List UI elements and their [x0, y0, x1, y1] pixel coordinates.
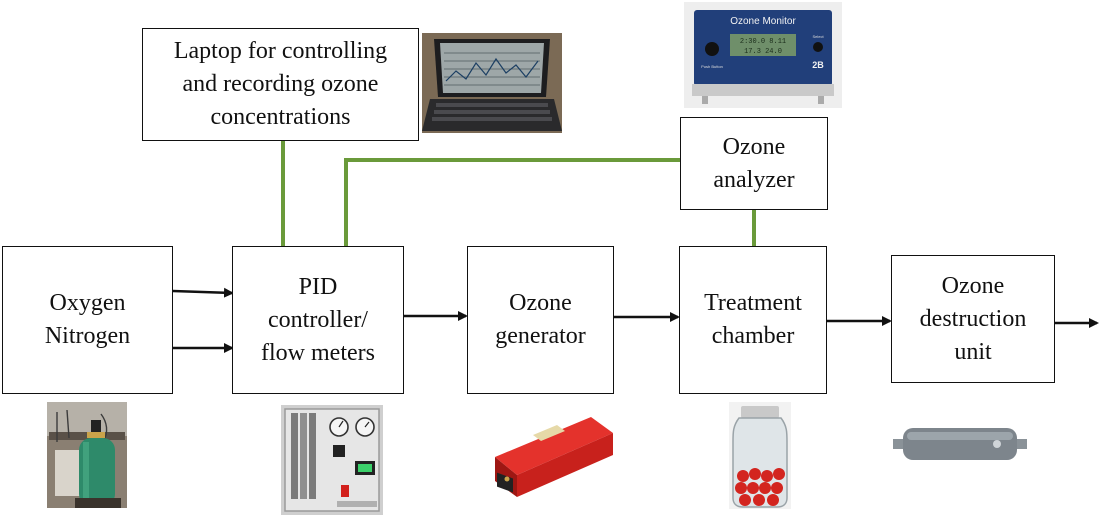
- monitor-display-line1: 2:30.0 8.11: [740, 38, 786, 46]
- node-ozone-destruction: Ozone destruction unit: [891, 255, 1055, 383]
- gas-cylinder-photo: [47, 402, 127, 508]
- node-ozone-analyzer-label: Ozone analyzer: [713, 133, 795, 193]
- destruction-filter-photo: [893, 428, 1027, 460]
- gas-to-pid-arrow-top: [172, 287, 234, 298]
- tomatoes: [735, 468, 785, 506]
- node-laptop: Laptop for controlling and recording ozo…: [142, 28, 419, 141]
- analyzer-to-pid-line: [344, 158, 680, 246]
- node-laptop-label: Laptop for controlling and recording ozo…: [173, 38, 388, 130]
- node-pid-controller: PID controller/ flow meters: [232, 246, 404, 394]
- ozone-monitor-photo: Ozone Monitor 2:30.0 8.11 17.3 24.0 Push…: [684, 2, 842, 108]
- flow-meter-tubes: [291, 413, 316, 499]
- monitor-right-label: Select: [812, 34, 824, 39]
- laptop-photo: [422, 33, 562, 133]
- node-pid-controller-label: PID controller/ flow meters: [261, 273, 375, 366]
- node-gas-supply-label: Oxygen Nitrogen: [44, 290, 131, 349]
- flow-arrows: [172, 287, 1099, 353]
- monitor-knob: [705, 42, 719, 56]
- node-gas-supply: Oxygen Nitrogen: [2, 246, 173, 394]
- monitor-display-line2: 17.3 24.0: [744, 48, 782, 56]
- ozone-generator-photo: [495, 417, 613, 497]
- node-ozone-generator-label: Ozone generator: [495, 290, 586, 349]
- monitor-left-label: Push Button: [701, 64, 723, 69]
- monitor-brand-text: Ozone Monitor: [730, 16, 796, 27]
- node-ozone-analyzer: Ozone analyzer: [680, 117, 828, 210]
- node-ozone-destruction-label: Ozone destruction unit: [919, 272, 1027, 365]
- signal-lines: [281, 140, 756, 246]
- pid-panel-photo: [281, 405, 383, 515]
- node-ozone-generator: Ozone generator: [467, 246, 614, 394]
- node-treatment-chamber: Treatment chamber: [679, 246, 827, 394]
- monitor-select-knob: [813, 42, 823, 52]
- node-treatment-chamber-label: Treatment chamber: [704, 290, 802, 349]
- monitor-badge: 2B: [812, 60, 824, 70]
- treatment-jar-photo: [729, 402, 791, 509]
